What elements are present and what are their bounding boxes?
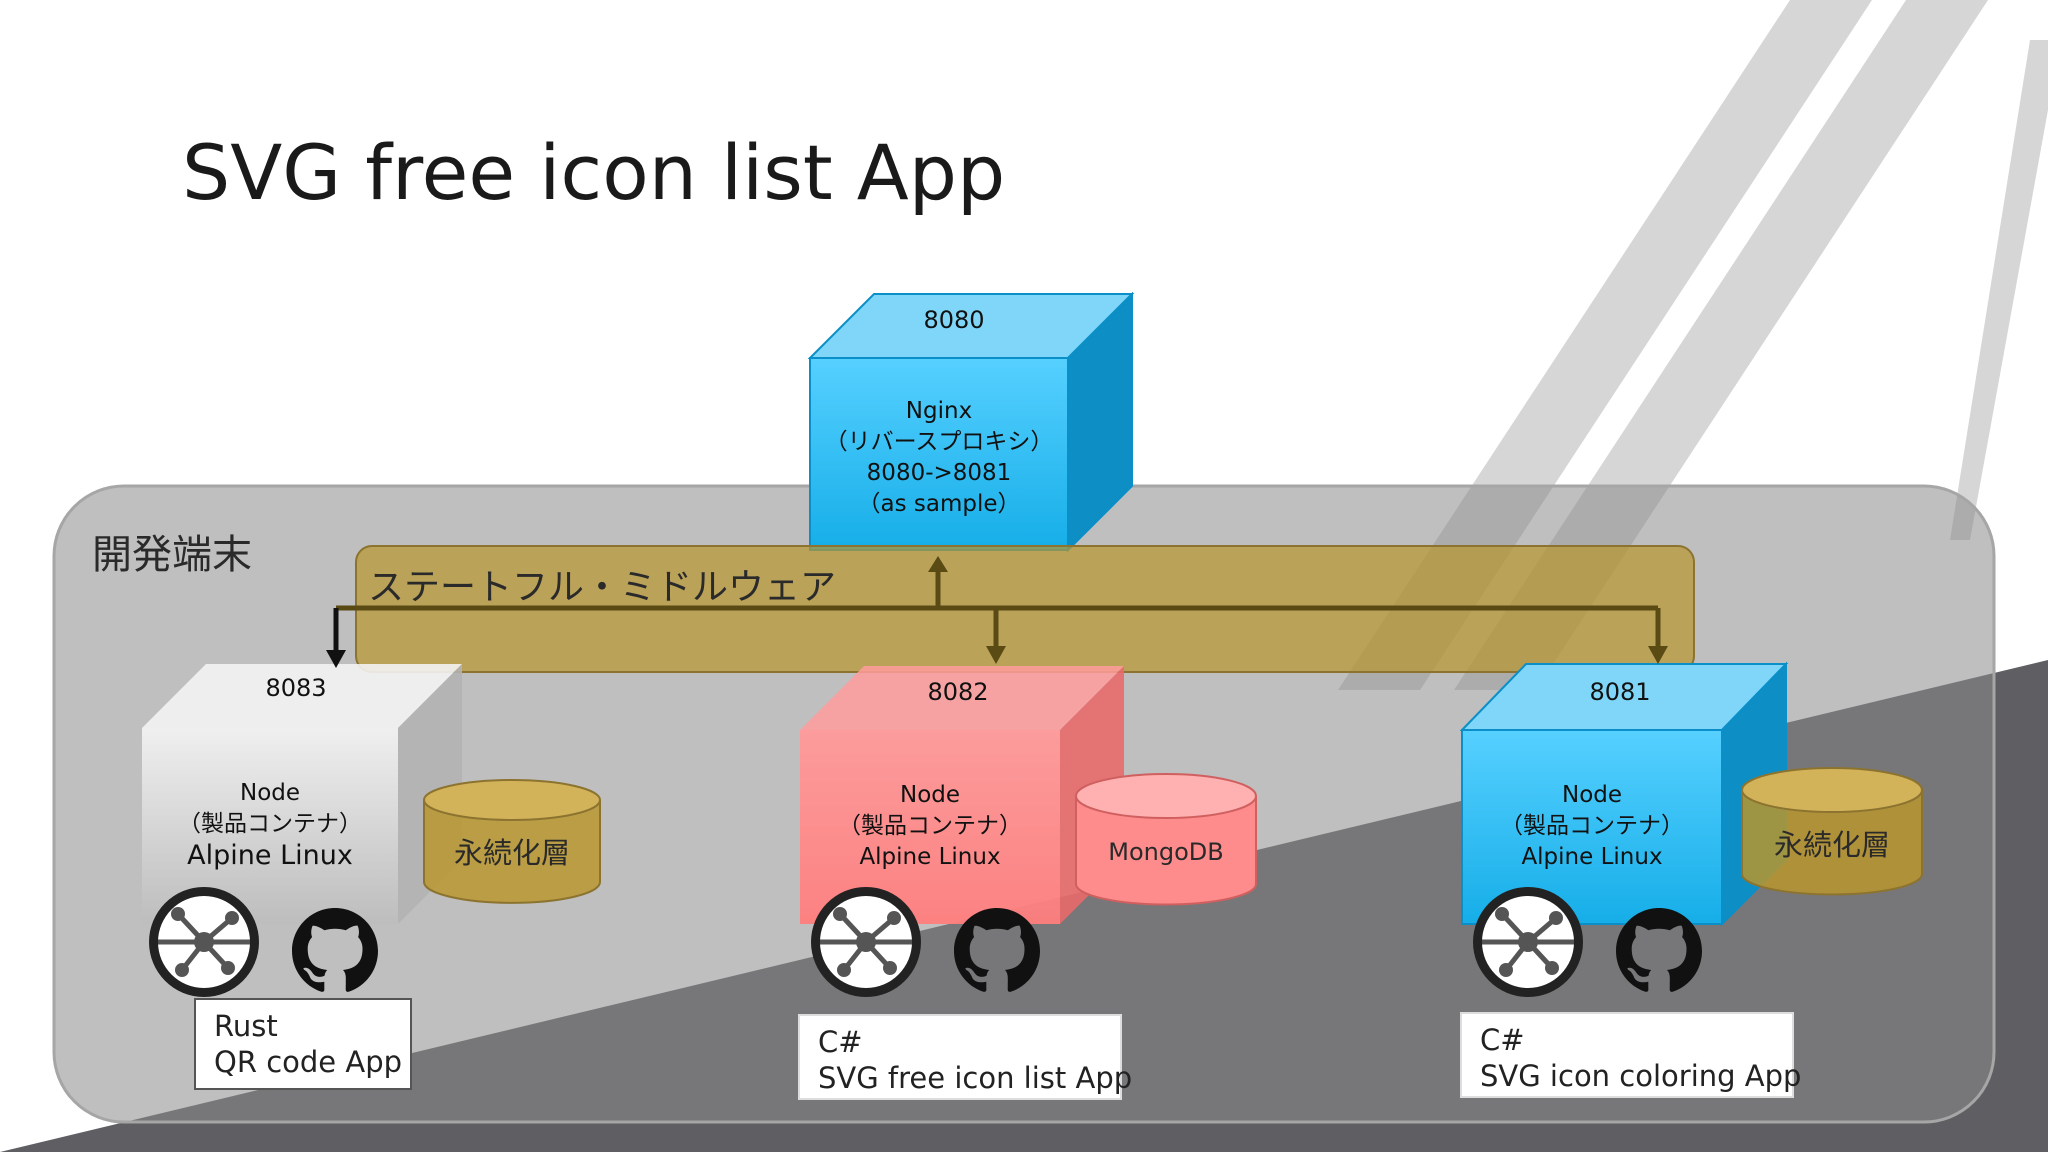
container-line: Node <box>899 782 961 808</box>
arrowheads <box>326 556 1668 668</box>
container-text: Node （製品コンテナ） Alpine Linux <box>800 780 1060 873</box>
storage-cylinder-8083 <box>423 779 601 904</box>
slide-title: SVG free icon list App <box>182 128 1006 217</box>
container-line: （製品コンテナ） <box>178 811 362 837</box>
storage-cylinder-8081 <box>1741 767 1923 896</box>
app-note-language: C# <box>1480 1023 1525 1057</box>
arrow-to-proxy <box>928 556 948 572</box>
container-line: Node <box>239 780 301 806</box>
github-icon <box>292 908 378 992</box>
container-text: Node （製品コンテナ） Alpine Linux <box>1462 780 1722 873</box>
arrow-to-8081 <box>1648 646 1668 664</box>
container-port: 8083 <box>265 674 327 702</box>
arrow-to-8082 <box>986 646 1006 664</box>
container-line: Alpine Linux <box>859 844 1001 870</box>
container-line: （製品コンテナ） <box>838 813 1022 839</box>
proxy-line: Nginx <box>905 398 973 424</box>
container-line: Alpine Linux <box>187 840 353 871</box>
azure-container-registry-icon <box>811 887 921 997</box>
proxy-line: （as sample） <box>857 491 1021 517</box>
storage-cylinder-8082 <box>1075 773 1257 906</box>
proxy-line: 8080->8081 <box>866 460 1012 486</box>
app-note: Rust QR code App <box>194 998 412 1090</box>
storage-label: 永続化層 <box>453 836 570 870</box>
azure-container-registry-icon <box>1473 887 1583 997</box>
app-note-language: Rust <box>214 1009 278 1043</box>
app-note-name: QR code App <box>214 1045 403 1079</box>
container-port: 8082 <box>927 678 989 706</box>
app-note: C# SVG free icon list App <box>798 1014 1133 1100</box>
container-line: Alpine Linux <box>1521 844 1663 870</box>
container-line: （製品コンテナ） <box>1500 813 1684 839</box>
container-line: Node <box>1561 782 1623 808</box>
proxy-port: 8080 <box>923 306 985 334</box>
proxy-line: （リバースプロキシ） <box>824 429 1054 455</box>
storage-label: 永続化層 <box>1773 828 1890 862</box>
app-note-name: SVG icon coloring App <box>1480 1059 1802 1093</box>
app-note: C# SVG icon coloring App <box>1460 1012 1802 1098</box>
middleware-label: ステートフル・ミドルウェア <box>368 567 837 608</box>
storage-label: MongoDB <box>1108 838 1224 866</box>
container-text: Node （製品コンテナ） Alpine Linux <box>142 778 398 871</box>
container-port: 8081 <box>1589 678 1651 706</box>
app-note-name: SVG free icon list App <box>818 1061 1133 1095</box>
connector-lines <box>333 570 1661 652</box>
arrow-to-8083 <box>326 650 346 668</box>
proxy-cube <box>807 291 1135 553</box>
app-note-language: C# <box>818 1025 863 1059</box>
environment-label: 開発端末 <box>92 532 252 578</box>
proxy-text: Nginx （リバースプロキシ） 8080->8081 （as sample） <box>810 396 1068 520</box>
azure-container-registry-icon <box>149 887 259 997</box>
github-icon <box>1616 908 1702 992</box>
github-icon <box>954 908 1040 992</box>
